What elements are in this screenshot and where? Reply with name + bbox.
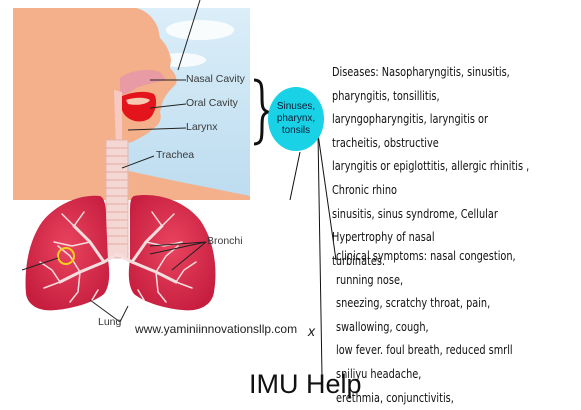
symptoms-line: sneezing, scratchy throat, pain, swallow… xyxy=(336,292,532,339)
label-lung: Lung xyxy=(98,316,121,328)
curly-brace xyxy=(254,80,268,144)
symptoms-line: clinical symptoms: nasal congestion, run… xyxy=(336,245,532,292)
trachea xyxy=(106,140,128,258)
label-larynx: Larynx xyxy=(186,121,218,133)
bubble-line: pharynx, xyxy=(277,113,315,125)
symptoms-line: low fever. foul breath, reduced smrll sn… xyxy=(336,339,532,386)
footer-title: IMU Help xyxy=(249,369,362,400)
label-oral-cavity: Oral Cavity xyxy=(186,97,238,109)
diseases-line: Diseases: Nasopharyngitis, sinusitis, ph… xyxy=(332,61,531,108)
symptoms-line: erethmia, conjunctivitis, xyxy=(336,387,532,410)
bubble-line: tonsils xyxy=(282,125,310,137)
label-trachea: Trachea xyxy=(156,149,194,161)
label-nasal-cavity: Nasal Cavity xyxy=(186,73,245,85)
bubble-line: Sinuses, xyxy=(277,101,315,113)
sinuses-bubble: Sinuses, pharynx, tonsils xyxy=(268,87,324,151)
connector-lines xyxy=(290,134,336,376)
diseases-line: sinusitis, sinus syndrome, Cellular Hype… xyxy=(332,203,531,250)
symptoms-text: clinical symptoms: nasal congestion, run… xyxy=(336,245,532,410)
diseases-line: laryngopharyngitis, laryngitis or trache… xyxy=(332,108,531,155)
x-mark: x xyxy=(307,323,316,339)
website-link[interactable]: www.yaminiinnovationsllp.com xyxy=(135,322,297,336)
right-lung xyxy=(129,195,216,310)
diseases-line: laryngitis or epiglottitis, allergic rhi… xyxy=(332,155,531,202)
diseases-text: Diseases: Nasopharyngitis, sinusitis, ph… xyxy=(332,61,531,273)
label-bronchi: Bronchi xyxy=(207,235,243,247)
